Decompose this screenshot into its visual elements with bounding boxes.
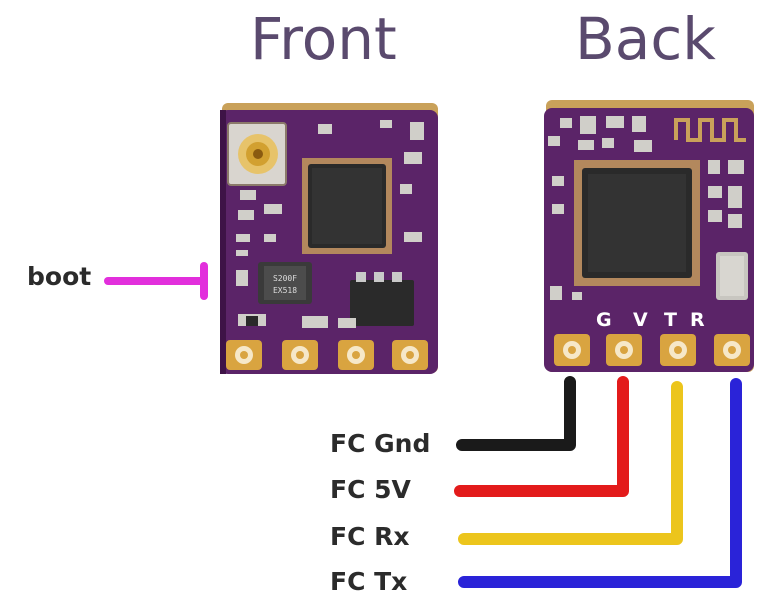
title-back: Back	[575, 5, 716, 73]
fc-wires	[454, 376, 742, 588]
front-mcu-chip	[302, 158, 392, 254]
boot-wire	[104, 262, 208, 300]
antenna-connector	[227, 122, 287, 186]
back-pads	[554, 334, 750, 366]
label-fc-gnd: FC Gnd	[330, 429, 431, 458]
inductor-marking-2: EX518	[273, 286, 297, 295]
front-regulator	[350, 272, 414, 326]
pin-mark-r: R	[690, 309, 705, 331]
front-inductor: S200F EX518	[258, 262, 312, 304]
front-pads	[226, 340, 428, 370]
pin-mark-t: T	[664, 309, 677, 331]
back-small-components	[548, 116, 744, 300]
wire-fc-rx	[458, 381, 683, 545]
label-boot: boot	[27, 262, 92, 291]
inductor-marking-1: S200F	[273, 274, 297, 283]
pcb-trace-antenna	[674, 118, 746, 142]
title-front: Front	[250, 5, 397, 73]
wire-fc-tx	[458, 378, 742, 588]
back-mcu-chip	[574, 160, 700, 286]
pin-mark-v: V	[633, 309, 648, 331]
front-board: S200F EX518	[220, 103, 438, 374]
label-fc-5v: FC 5V	[330, 475, 411, 504]
back-board	[544, 100, 754, 372]
front-small-components	[236, 120, 424, 328]
label-fc-tx: FC Tx	[330, 567, 408, 596]
back-crystal	[716, 252, 748, 300]
label-fc-rx: FC Rx	[330, 522, 410, 551]
wire-fc-5v	[454, 376, 629, 497]
wire-fc-gnd	[456, 376, 576, 451]
pin-mark-g: G	[596, 309, 612, 331]
